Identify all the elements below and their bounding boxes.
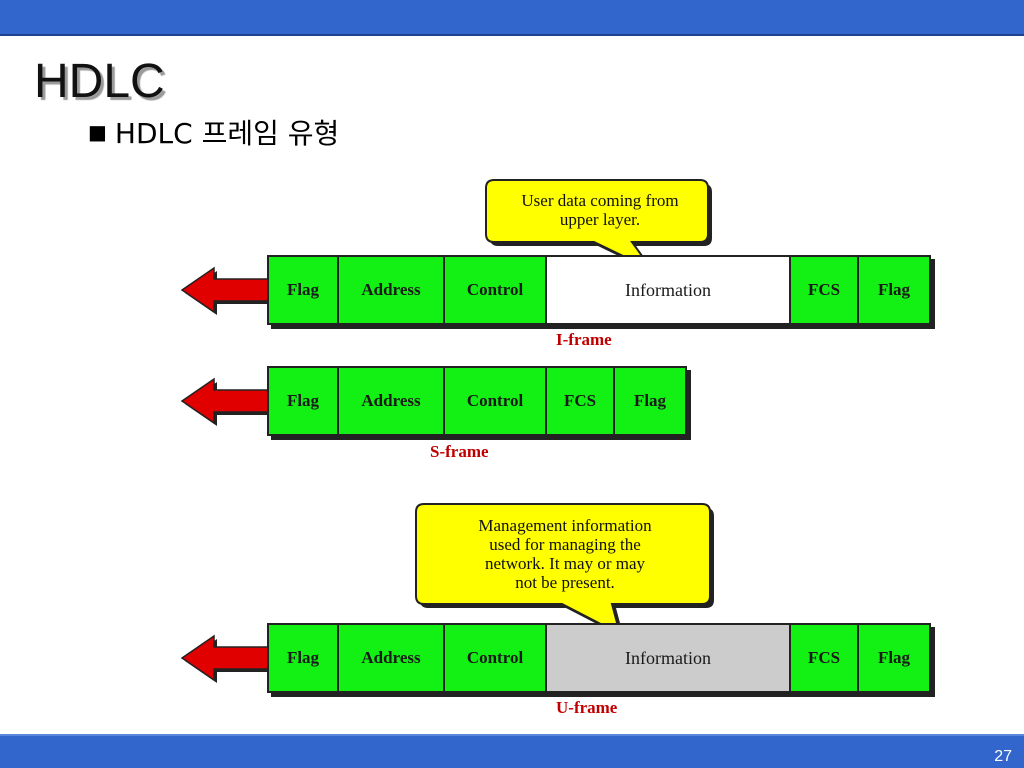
uframe-callout-line: not be present. [515,573,615,592]
bullet-square-icon: ■ [88,120,107,144]
field-control: Control [445,625,547,691]
field-control: Control [445,257,547,323]
iframe-row: Flag Address Control Information FCS Fla… [267,255,931,325]
iframe-callout-text: User data coming from upper layer. [521,191,679,229]
field-flag: Flag [615,368,685,434]
uframe-callout-line: used for managing the [489,535,641,554]
field-address: Address [339,368,445,434]
field-flag: Flag [859,257,929,323]
field-fcs: FCS [791,625,859,691]
field-flag: Flag [269,368,339,434]
left-arrow-icon [180,634,271,683]
field-fcs: FCS [547,368,615,434]
uframe-callout [415,503,714,638]
uframe-callout-line: network. It may or may [484,554,646,573]
field-information: Information [547,625,791,691]
uframe-callout-line: Management information [478,516,652,535]
field-flag: Flag [859,625,929,691]
bullet-item: ■ HDLC 프레임 유형 [88,120,339,148]
field-flag: Flag [269,625,339,691]
field-fcs: FCS [791,257,859,323]
iframe-label: I-frame [556,330,612,349]
field-address: Address [339,257,445,323]
sframe-label: S-frame [430,442,489,461]
field-information: Information [547,257,791,323]
slide-title: HDLC [34,55,165,108]
left-arrow-icon [180,377,271,426]
uframe-row: Flag Address Control Information FCS Fla… [267,623,931,693]
field-address: Address [339,625,445,691]
bottom-bar: 27 [0,734,1024,768]
field-control: Control [445,368,547,434]
sframe-row: Flag Address Control FCS Flag [267,366,687,436]
page-number: 27 [994,748,1012,765]
uframe-callout-text: Management information used for managing… [420,516,710,592]
field-flag: Flag [269,257,339,323]
top-bar [0,0,1024,36]
left-arrow-icon [180,266,271,315]
bullet-text: HDLC 프레임 유형 [114,117,340,150]
uframe-label: U-frame [556,698,618,717]
